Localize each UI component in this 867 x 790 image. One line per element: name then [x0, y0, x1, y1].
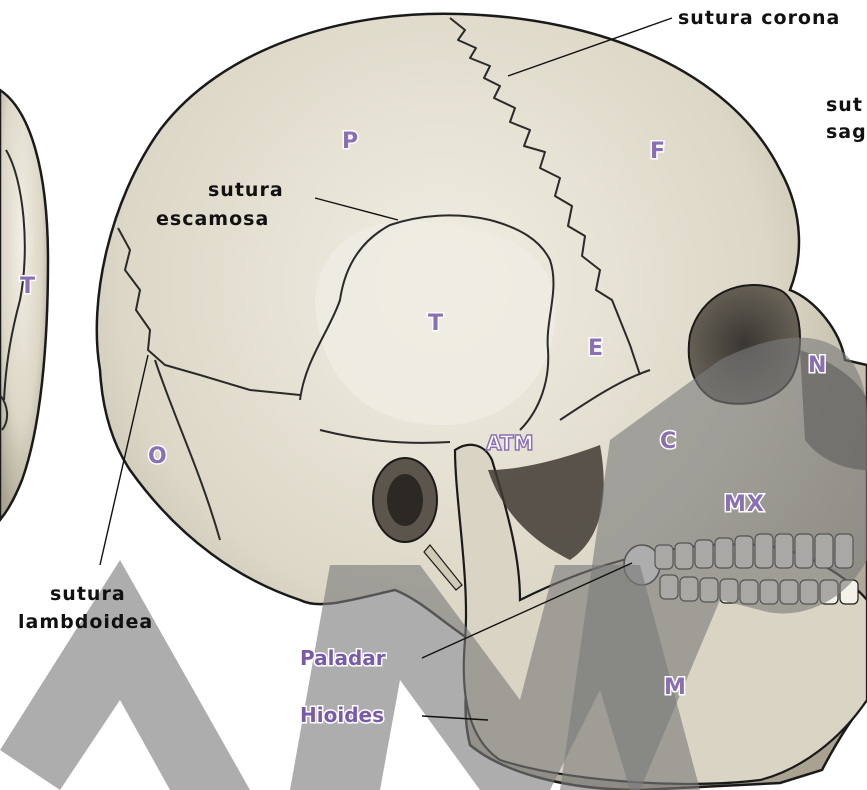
- label-sphenoid: E: [588, 336, 604, 361]
- label-parietal: P: [342, 129, 359, 154]
- label-lambdoid-line1: sutura: [50, 583, 126, 605]
- label-occipital: O: [148, 444, 168, 469]
- label-coronal-suture: sutura corona: [678, 7, 840, 29]
- label-frontal: F: [650, 139, 666, 164]
- label-lambdoid-line2: lambdoidea: [18, 611, 153, 633]
- label-squamous-line2: escamosa: [156, 208, 269, 230]
- label-palate: Paladar: [300, 646, 386, 670]
- left-skull-partial: [0, 90, 48, 520]
- label-nasal: N: [808, 353, 827, 378]
- label-temporal-left: T: [20, 274, 36, 299]
- label-squamous-line1: sutura: [208, 179, 284, 201]
- label-sagittal-line2: sag: [826, 121, 867, 143]
- label-mandible: M: [664, 675, 687, 700]
- label-tmj: ATM: [486, 431, 533, 455]
- label-hyoid: Hioides: [300, 703, 384, 727]
- label-sagittal-line1: sut: [826, 94, 863, 116]
- label-zygomatic: C: [660, 429, 677, 454]
- label-maxilla: MX: [724, 492, 765, 517]
- label-temporal: T: [428, 311, 444, 336]
